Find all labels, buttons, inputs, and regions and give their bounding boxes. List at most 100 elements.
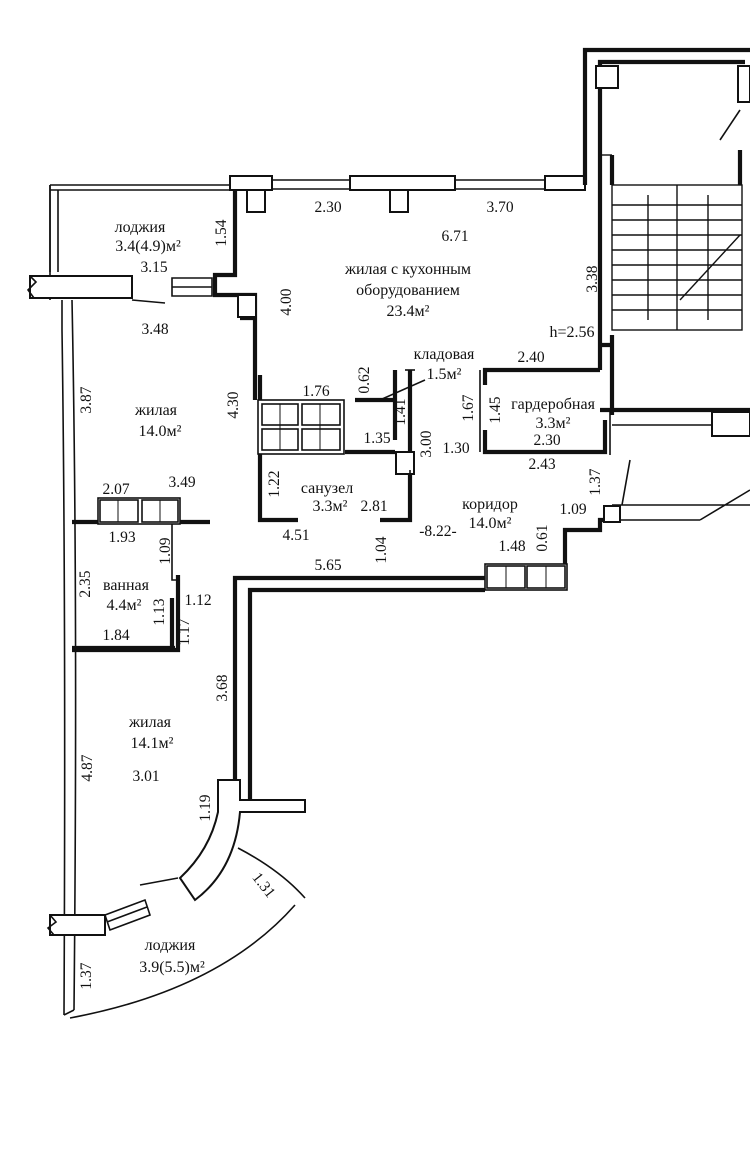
corridor-step-wall	[562, 517, 612, 588]
dim-label: 1.84	[102, 627, 129, 644]
corridor-wall	[232, 575, 485, 800]
loggia-bottom-area: 3.9(5.5)м²	[139, 959, 205, 976]
living-2-area: 14.1м²	[131, 735, 174, 752]
stair-wall-right	[600, 150, 743, 348]
dim-label: 2.30	[533, 432, 560, 449]
dim-label: 4.87	[79, 754, 96, 781]
kitchen-fixtures	[257, 399, 345, 455]
column-7	[603, 505, 621, 523]
dim-label: 1.54	[213, 219, 230, 246]
dim-label: 1.09	[559, 501, 586, 518]
dim-label: 1.09	[157, 537, 174, 564]
dim-label: 5.65	[314, 557, 341, 574]
dim-label: 1.41	[392, 398, 409, 425]
kitchen-living-area: 23.4м²	[387, 303, 430, 320]
corridor-area: 14.0м²	[469, 515, 512, 532]
wardrobe-wall	[482, 367, 608, 455]
break-mark-top	[26, 275, 38, 299]
dim-label: 1.45	[487, 396, 504, 423]
dim-label: 3.49	[168, 474, 195, 491]
stairwell-wall	[582, 47, 750, 415]
storage-area: 1.5м²	[427, 366, 462, 383]
wc-area: 3.3м²	[313, 498, 348, 515]
column-3	[237, 294, 257, 318]
dim-label: 0.61	[534, 524, 551, 551]
dim-label: 3.38	[584, 265, 601, 292]
bathroom-fixtures	[97, 497, 181, 525]
dim-label: 1.12	[184, 592, 211, 609]
dim-label: 3.48	[141, 321, 168, 338]
pier-3	[544, 175, 586, 191]
dim-label: 2.81	[360, 498, 387, 515]
dim-label: 1.67	[460, 394, 477, 421]
dim-label: 1.93	[108, 529, 135, 546]
dim-label: 1.35	[363, 430, 390, 447]
loggia-bottom-pier	[178, 779, 306, 902]
dim-label: 2.30	[314, 199, 341, 216]
loggia-top-area: 3.4(4.9)м²	[115, 238, 181, 255]
dim-label: 3.87	[78, 386, 95, 413]
loggia-top-rail	[49, 184, 230, 272]
column-5	[737, 65, 750, 103]
dim-label: 4.30	[225, 391, 242, 418]
living2-loggia-line	[139, 877, 179, 886]
column-2	[389, 189, 409, 213]
dim-label: 2.35	[77, 570, 94, 597]
bathroom-area: 4.4м²	[107, 597, 142, 614]
loggia-side-wall	[29, 275, 133, 299]
loggia-bottom-name: лоджия	[145, 937, 196, 954]
room-labels: лоджия 3.4(4.9)м² жилая с кухонным обору…	[103, 219, 596, 976]
dim-label: 3.00	[418, 430, 435, 457]
loggia-bottom-door	[103, 898, 152, 932]
dim-label: -8.22-	[419, 523, 456, 540]
loggia-door	[171, 277, 213, 297]
pier-1	[229, 175, 273, 191]
wardrobe-name: гардеробная	[511, 396, 596, 413]
loggia-bottom-wall-left	[49, 914, 106, 936]
living-1-name: жилая	[134, 402, 178, 419]
corridor-name: коридор	[462, 496, 518, 513]
storage-wall	[257, 370, 413, 523]
kitchen-living-name-1: жилая с кухонным	[344, 261, 471, 278]
dim-label: 3.15	[140, 259, 167, 276]
column-1	[246, 189, 266, 213]
dim-label: 1.37	[78, 962, 95, 989]
dim-label: 3.01	[132, 768, 159, 785]
bathroom-name: ванная	[103, 577, 150, 594]
living-2-name: жилая	[128, 714, 172, 731]
dim-label: 1.17	[176, 618, 193, 645]
dim-label: 1.04	[373, 536, 390, 563]
wardrobe-door-lines	[479, 370, 611, 455]
shaft	[395, 451, 415, 475]
corridor-fixtures	[484, 563, 568, 591]
dim-label: 6.71	[441, 228, 468, 245]
dim-label: 3.68	[214, 674, 231, 701]
dim-label: 1.37	[587, 468, 604, 495]
dim-label: 4.00	[278, 288, 295, 315]
break-mark-bottom	[46, 914, 58, 936]
dim-label: 2.07	[102, 481, 129, 498]
dim-label: 1.22	[266, 470, 283, 497]
loggia-bottom-arc	[69, 847, 306, 1019]
living-1-area: 14.0м²	[139, 423, 182, 440]
bathroom-door	[171, 522, 180, 581]
staircase	[600, 154, 743, 331]
column-4	[595, 65, 619, 89]
dim-label: 1.13	[151, 598, 168, 625]
stairwell-line	[719, 109, 741, 141]
wc-name: санузел	[301, 480, 353, 497]
ceiling-height: h=2.56	[549, 324, 594, 341]
loggia-indicator	[131, 299, 166, 304]
outer-wall-left	[49, 185, 77, 1016]
loggia-bottom-side	[63, 1009, 75, 1016]
dim-label: 1.31	[248, 869, 278, 901]
pier-2	[349, 175, 456, 191]
storage-indicator	[379, 379, 426, 401]
dim-label: 1.19	[197, 794, 214, 821]
walls	[26, 47, 750, 1019]
dim-label: 1.76	[302, 383, 329, 400]
dim-label: 1.48	[498, 538, 525, 555]
dim-label: 0.62	[356, 366, 373, 393]
